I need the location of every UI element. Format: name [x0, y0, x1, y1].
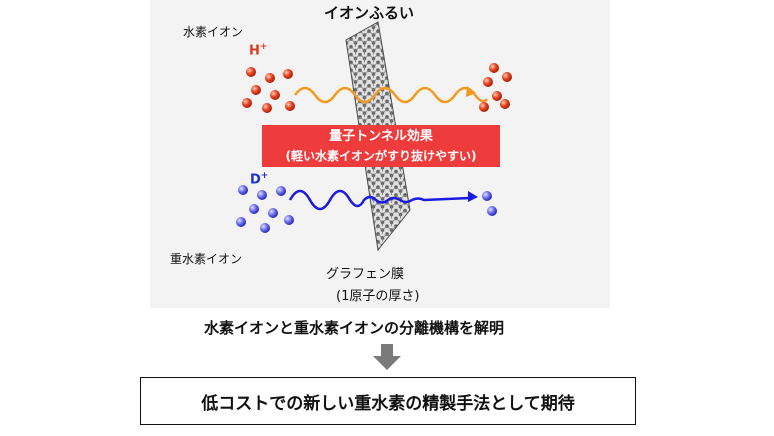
graphene-sublabel: (1原子の厚さ): [336, 289, 420, 304]
deuterium-symbol: D+: [250, 171, 269, 188]
diagram-title: イオンふるい: [324, 4, 415, 22]
tunnel-effect-title: 量子トンネル効果: [329, 129, 433, 144]
hydrogen-wave: [293, 86, 489, 104]
hydrogen-arrowhead: [466, 86, 476, 97]
result-box: 低コストでの新しい重水素の精製手法として期待: [140, 377, 636, 425]
deuterium-ions-right: [482, 191, 497, 216]
hydrogen-ion-label: 水素イオン: [183, 25, 244, 39]
result-text: 低コストでの新しい重水素の精製手法として期待: [201, 393, 575, 414]
hydrogen-ions-left: [242, 67, 295, 113]
conclusion-text: 水素イオンと重水素イオンの分離機構を解明: [204, 319, 505, 337]
down-arrow-icon: [373, 344, 401, 370]
tunnel-effect-subtitle: (軽い水素イオンがすり抜けやすい): [285, 149, 477, 163]
deuterium-ions-left: [236, 185, 294, 233]
graphene-label: グラフェン膜: [326, 267, 405, 282]
deuterium-ion-label: 重水素イオン: [170, 252, 243, 266]
hydrogen-ions-right: [479, 63, 512, 112]
deuterium-wave: [288, 189, 471, 211]
hydrogen-symbol: H+: [249, 42, 268, 59]
tunnel-effect-box: 量子トンネル効果 (軽い水素イオンがすり抜けやすい): [262, 125, 500, 167]
deuterium-arrowhead: [468, 191, 478, 202]
